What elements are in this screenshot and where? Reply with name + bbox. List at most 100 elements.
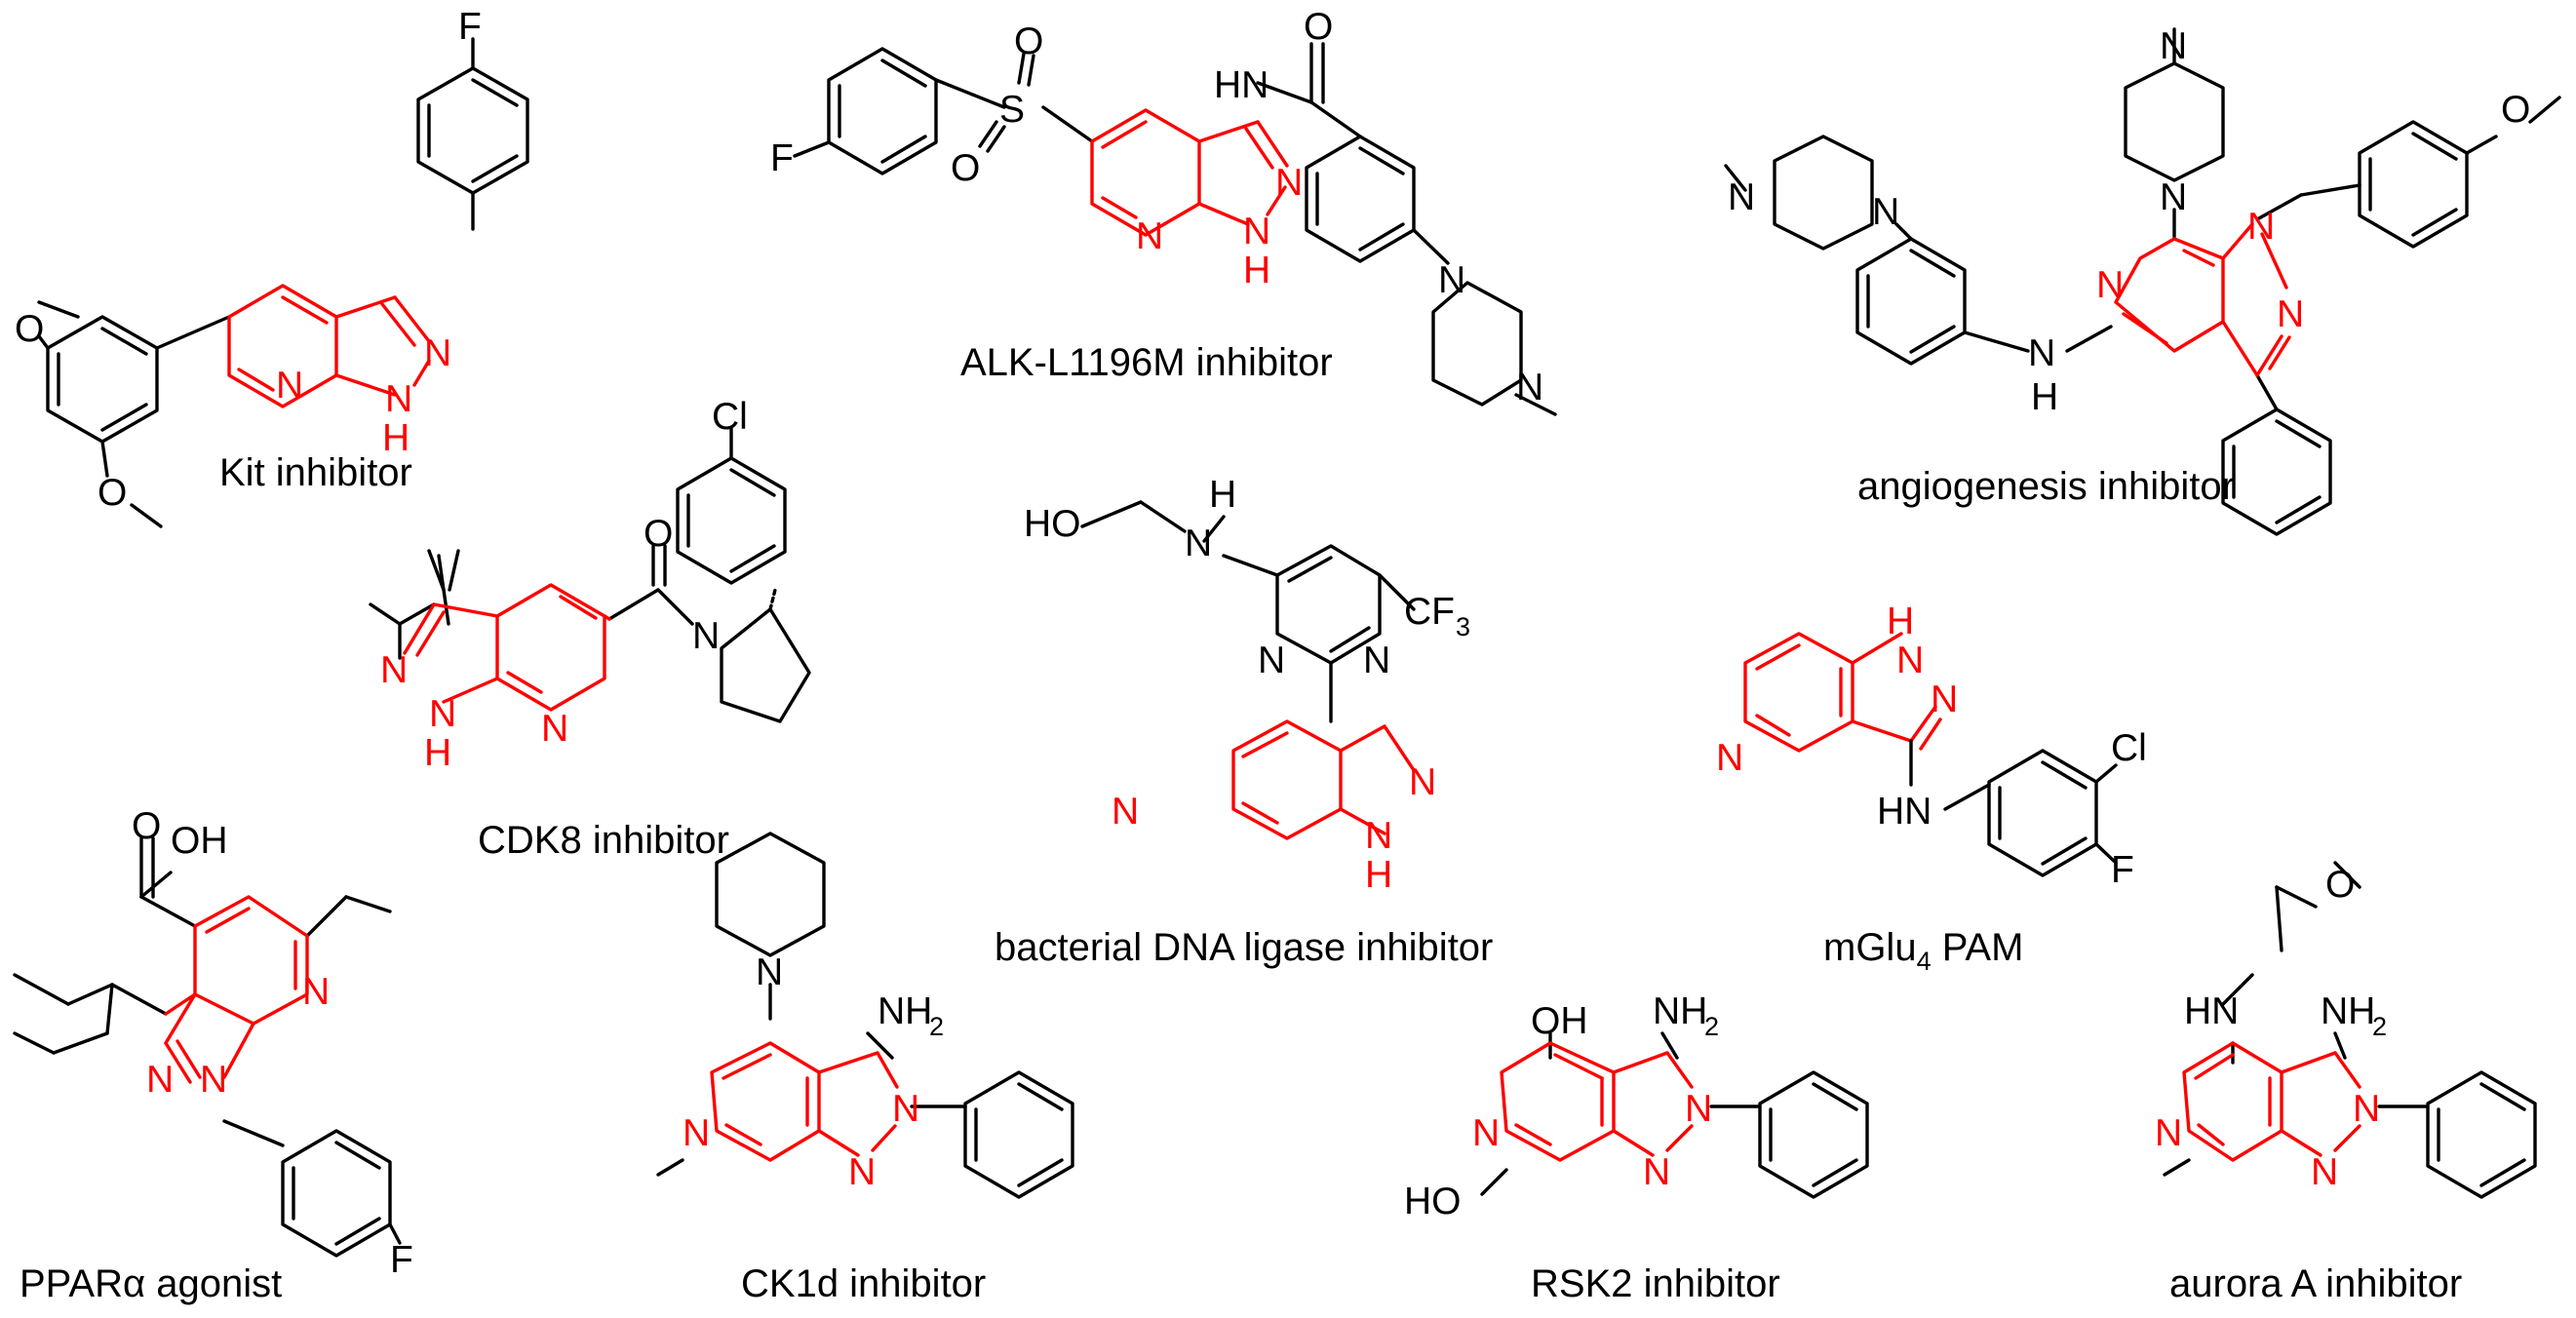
atom-o: O — [98, 472, 127, 514]
atom-h: H — [1209, 474, 1236, 516]
caption-ck1d-inhibitor: CK1d inhibitor — [741, 1262, 986, 1305]
atom-cl: Cl — [712, 396, 748, 438]
atom-h: H — [2031, 376, 2058, 418]
atom-n: N — [146, 1059, 174, 1101]
atom-n: N — [1258, 640, 1285, 681]
atom-nh2-subscript: 2 — [1704, 1012, 1719, 1041]
atom-nh2-subscript: 2 — [929, 1012, 944, 1041]
atom-n: N — [1931, 678, 1958, 720]
caption-alk-inhibitor: ALK-L1196M inhibitor — [960, 341, 1333, 384]
atom-h: H — [1887, 601, 1914, 642]
atom-cf3: CF — [1404, 591, 1455, 633]
atom-h: H — [1365, 854, 1392, 896]
molecule-kit-inhibitor: F O O N N N H Kit inhibitor — [15, 6, 529, 528]
atom-n: N — [2311, 1151, 2338, 1193]
atom-n: N — [1365, 815, 1392, 857]
atom-n: N — [1716, 737, 1743, 779]
caption-kit-inhibitor: Kit inhibitor — [219, 451, 412, 494]
atom-n: N — [2277, 293, 2304, 335]
atom-n: N — [1185, 523, 1212, 564]
atom-n: N — [1363, 640, 1390, 681]
atom-n: N — [1112, 791, 1139, 833]
caption-mglu4-pam: mGlu4 PAM — [1823, 926, 2023, 976]
atom-f: F — [770, 137, 794, 179]
caption-rsk2-inhibitor: RSK2 inhibitor — [1531, 1262, 1780, 1305]
atom-n: N — [2353, 1088, 2380, 1130]
atom-n: N — [692, 615, 720, 657]
atom-nh2: NH — [2321, 990, 2375, 1032]
atom-n: N — [892, 1088, 919, 1130]
atom-hn: HN — [1877, 791, 1932, 833]
atom-n: N — [2247, 206, 2275, 248]
atom-s: S — [999, 89, 1025, 131]
atom-n: N — [276, 365, 303, 407]
atom-n: N — [1275, 162, 1303, 204]
atom-nh2-subscript: 2 — [2372, 1012, 2387, 1041]
atom-n: N — [848, 1151, 876, 1193]
atom-nh2: NH — [1653, 990, 1707, 1032]
atom-n: N — [1409, 761, 1436, 803]
atom-h: H — [424, 732, 451, 774]
atom-n: N — [541, 708, 568, 750]
atom-n: N — [2096, 264, 2124, 306]
molecule-aurora-inhibitor: O HN NH 2 N N N aurora A inhibitor — [2155, 861, 2537, 1305]
caption-ppar-agonist: PPARα agonist — [20, 1262, 282, 1305]
atom-n: N — [1685, 1088, 1712, 1130]
molecule-angiogenesis-inhibitor: N N N N N N N N H O angiogenesis inhibit… — [1724, 25, 2561, 536]
atom-n: N — [2160, 176, 2187, 218]
atom-n: N — [424, 332, 451, 374]
atom-o: O — [644, 513, 673, 555]
atom-f: F — [458, 6, 482, 48]
caption-aurora-inhibitor: aurora A inhibitor — [2169, 1262, 2462, 1305]
atom-ho: HO — [1024, 503, 1081, 545]
molecule-cdk8-inhibitor: Cl O N N N H N CDK8 inhibitor — [369, 396, 811, 862]
atom-n: N — [2155, 1112, 2182, 1154]
atom-n: N — [380, 649, 408, 691]
atom-o: O — [2325, 864, 2355, 906]
atom-n: N — [1896, 640, 1924, 681]
atom-o: O — [1014, 20, 1043, 62]
atom-n: N — [429, 693, 456, 735]
atom-h: H — [1243, 250, 1270, 291]
atom-oh: OH — [171, 820, 228, 862]
atom-ho: HO — [1404, 1181, 1462, 1222]
atom-n: N — [756, 951, 783, 993]
atom-n: N — [200, 1059, 227, 1101]
atom-cf3-subscript: 3 — [1456, 612, 1470, 641]
atom-n: N — [385, 378, 412, 420]
atom-cl: Cl — [2111, 727, 2147, 769]
atom-n: N — [1872, 191, 1899, 233]
molecule-alk-inhibitor: F S O O HN O N N N H N N ALK-L1196M inhi… — [770, 6, 1557, 416]
atom-hn: HN — [1214, 64, 1268, 106]
atom-n: N — [1472, 1112, 1500, 1154]
atom-o: O — [132, 805, 161, 847]
atom-f: F — [2111, 849, 2134, 891]
atom-n: N — [2028, 332, 2055, 374]
molecule-ck1d-inhibitor: N NH 2 N N N CK1d inhibitor — [656, 832, 1074, 1305]
atom-f: F — [390, 1239, 413, 1281]
caption-ligase-inhibitor: bacterial DNA ligase inhibitor — [995, 926, 1493, 969]
atom-n: N — [1136, 215, 1163, 257]
molecule-rsk2-inhibitor: OH NH 2 N N N HO RSK2 inhibitor — [1404, 990, 1869, 1305]
atom-n: N — [1516, 367, 1543, 408]
atom-o: O — [951, 147, 980, 189]
atom-o: O — [15, 308, 44, 350]
atom-h: H — [382, 417, 410, 459]
atom-o: O — [1304, 6, 1333, 48]
caption-cdk8-inhibitor: CDK8 inhibitor — [478, 819, 729, 862]
atom-nh2: NH — [878, 990, 932, 1032]
molecule-mglu4-pam: H N N N HN Cl F mGlu4 PAM — [1716, 601, 2147, 976]
atom-n: N — [1643, 1151, 1670, 1193]
atom-n: N — [683, 1112, 710, 1154]
atom-n: N — [302, 971, 330, 1013]
molecule-ppar-agonist: O OH N N N F PPARα agonist — [13, 805, 413, 1305]
atom-hn: HN — [2184, 990, 2239, 1032]
atom-n: N — [1438, 259, 1465, 301]
molecule-ligase-inhibitor: HO H N CF 3 N N N N N H bacterial DNA li… — [995, 474, 1493, 969]
atom-oh: OH — [1531, 1000, 1588, 1042]
atom-o: O — [2501, 89, 2530, 131]
atom-n: N — [1728, 176, 1755, 218]
atom-n: N — [2160, 25, 2187, 67]
caption-angiogenesis-inhibitor: angiogenesis inhibitor — [1857, 465, 2235, 508]
